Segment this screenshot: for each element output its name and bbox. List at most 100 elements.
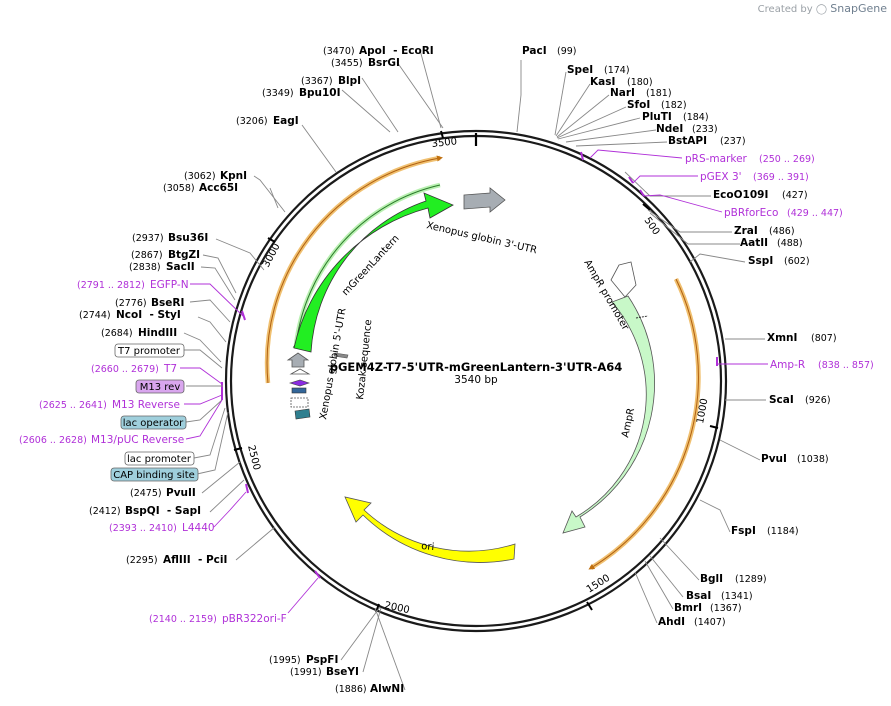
site-speI[interactable]: SpeI(174)	[567, 64, 630, 76]
site-ecoO109I[interactable]: EcoO109I(427)	[713, 189, 808, 201]
primer-pgex3[interactable]: pGEX 3'(369 .. 391)	[700, 171, 809, 183]
site-name: ApoI - EcoRI	[359, 45, 434, 57]
site-pos: (99)	[557, 46, 577, 57]
site-sacII[interactable]: (2838)SacII	[129, 261, 195, 273]
site-pos: (926)	[805, 395, 831, 406]
site-pos: (2867)	[131, 250, 163, 261]
site-aatII[interactable]: AatII(488)	[740, 237, 803, 249]
primer-range: (2660 .. 2679)	[91, 364, 159, 375]
site-scaI[interactable]: ScaI(926)	[769, 394, 831, 406]
site-blpI[interactable]: (3367)BlpI	[301, 75, 361, 87]
site-eagI[interactable]: (3206)EagI	[236, 115, 299, 127]
site-name: BtgZI	[168, 249, 200, 261]
feature-kozak[interactable]	[333, 352, 349, 359]
site-pos: (184)	[683, 112, 709, 123]
feature-mgreenlantern[interactable]	[293, 192, 454, 353]
site-name: FspI	[731, 525, 756, 537]
site-pos: (3058)	[163, 183, 195, 194]
site-name: BseRI	[151, 297, 184, 309]
feature-xenopus-5utr[interactable]	[286, 352, 310, 368]
primer-m13puc-reverse[interactable]: (2606 .. 2628) M13/pUC Reverse	[19, 434, 184, 446]
site-pos: (2295)	[126, 555, 158, 566]
feature-ampr-promoter[interactable]	[610, 261, 637, 298]
site-name: SpeI	[567, 64, 593, 76]
site-hindIII[interactable]: (2684)HindIII	[101, 327, 177, 339]
site-name: AhdI	[658, 616, 685, 628]
primer-pbr322ori-f[interactable]: (2140 .. 2159)pBR322ori-F	[149, 613, 287, 625]
box-lac-operator[interactable]: lac operator	[120, 415, 187, 430]
site-kpnI[interactable]: (3062)KpnI	[184, 170, 247, 182]
site-bsu36I[interactable]: (2937)Bsu36I	[132, 232, 208, 244]
site-pspFI[interactable]: (1995)PspFI	[269, 654, 338, 666]
site-bstAPI[interactable]: BstAPI(237)	[668, 135, 746, 147]
site-pvuII[interactable]: (2475)PvuII	[130, 487, 196, 499]
primer-amp-r[interactable]: Amp-R(838 .. 857)	[770, 359, 874, 371]
box-lac-promoter[interactable]: lac promoter	[124, 451, 195, 466]
site-pos: (1038)	[797, 454, 829, 465]
orf-arc-right-line	[588, 278, 699, 570]
site-sspI[interactable]: SspI(602)	[748, 255, 810, 267]
site-pos: (1407)	[694, 617, 726, 628]
site-aflIII-pciI[interactable]: (2295)AflIII - PciI	[126, 554, 227, 566]
gfp-orf-arc	[292, 182, 441, 349]
primer-name: L4440	[182, 522, 215, 534]
tick-1500	[586, 601, 593, 611]
box-text: M13 rev	[140, 382, 181, 393]
primer-name: M13/pUC Reverse	[91, 434, 184, 446]
site-xmnI[interactable]: XmnI(807)	[767, 332, 837, 344]
box-t7-promoter[interactable]: T7 promoter	[114, 343, 185, 358]
site-bsaI[interactable]: BsaI(1341)	[686, 590, 753, 602]
box-text: T7 promoter	[117, 346, 181, 357]
site-zraI[interactable]: ZraI(486)	[734, 225, 795, 237]
site-bglI[interactable]: BglI(1289)	[700, 573, 767, 585]
site-name: SfoI	[627, 99, 650, 111]
primer-pbrforeco[interactable]: pBRforEco(429 .. 447)	[724, 207, 843, 219]
site-apoI-ecoRI[interactable]: (3470)ApoI - EcoRI	[323, 45, 434, 57]
primer-l4440[interactable]: (2393 .. 2410)L4440	[109, 522, 215, 534]
feature-ampr[interactable]	[562, 295, 655, 534]
t7-promoter-mark	[289, 368, 311, 375]
site-pos: (2475)	[130, 488, 162, 499]
site-pos: (1991)	[290, 667, 322, 678]
site-name: XmnI	[767, 332, 797, 344]
site-bspQI-sapI[interactable]: (2412)BspQI - SapI	[89, 505, 201, 517]
site-pos: (3367)	[301, 76, 333, 87]
site-btgZI[interactable]: (2867) BtgZI	[131, 249, 200, 261]
snapgene-name: SnapGene	[830, 2, 887, 15]
site-pos: (427)	[782, 190, 808, 201]
snapgene-logo-icon: ◯	[815, 4, 828, 15]
site-name: Bpu10I	[299, 87, 341, 99]
site-pacI[interactable]: PacI(99)	[522, 45, 577, 57]
site-alwNI[interactable]: (1886)AlwNI	[335, 683, 404, 695]
site-ncoI-styI[interactable]: (2744)NcoI - StyI	[79, 309, 181, 321]
lac-promoter-mark	[290, 397, 309, 408]
box-m13-rev[interactable]: M13 rev	[135, 379, 185, 394]
primer-range: (369 .. 391)	[753, 172, 809, 183]
site-narI[interactable]: NarI(181)	[610, 87, 672, 99]
feature-xenopus-3utr[interactable]	[463, 187, 506, 213]
site-bseRI[interactable]: (2776) BseRI	[115, 297, 184, 309]
site-pluTI[interactable]: PluTI (184)	[642, 111, 709, 123]
site-bsrGI[interactable]: (3455)BsrGI	[331, 57, 400, 69]
primer-m13-reverse[interactable]: (2625 .. 2641)M13 Reverse	[39, 399, 180, 411]
site-bmrI[interactable]: BmrI(1367)	[674, 602, 742, 614]
site-fspI[interactable]: FspI(1184)	[731, 525, 799, 537]
site-pos: (2776)	[115, 298, 147, 309]
site-ahdI[interactable]: AhdI (1407)	[658, 616, 726, 628]
primer-t7[interactable]: (2660 .. 2679)T7	[91, 363, 177, 375]
site-pvuI[interactable]: PvuI(1038)	[761, 453, 829, 465]
primer-prs-marker[interactable]: pRS-marker(250 .. 269)	[685, 153, 815, 165]
site-name: PluTI	[642, 111, 672, 123]
primer-egfp-n[interactable]: (2791 .. 2812)EGFP-N	[77, 279, 189, 291]
site-ndeI[interactable]: NdeI(233)	[656, 123, 718, 135]
site-acc65I[interactable]: (3058)Acc65I	[163, 182, 238, 194]
site-bseYI[interactable]: (1991)BseYI	[290, 666, 359, 678]
site-bpu10I[interactable]: (3349)Bpu10I	[262, 87, 341, 99]
feature-ori[interactable]	[344, 496, 516, 563]
site-name: NarI	[610, 87, 635, 99]
box-cap-binding-site[interactable]: CAP binding site	[110, 467, 199, 482]
site-kasI[interactable]: KasI(180)	[590, 76, 653, 88]
primer-range: (2606 .. 2628)	[19, 435, 87, 446]
primer-range: (429 .. 447)	[787, 208, 843, 219]
site-sfoI[interactable]: SfoI(182)	[627, 99, 687, 111]
